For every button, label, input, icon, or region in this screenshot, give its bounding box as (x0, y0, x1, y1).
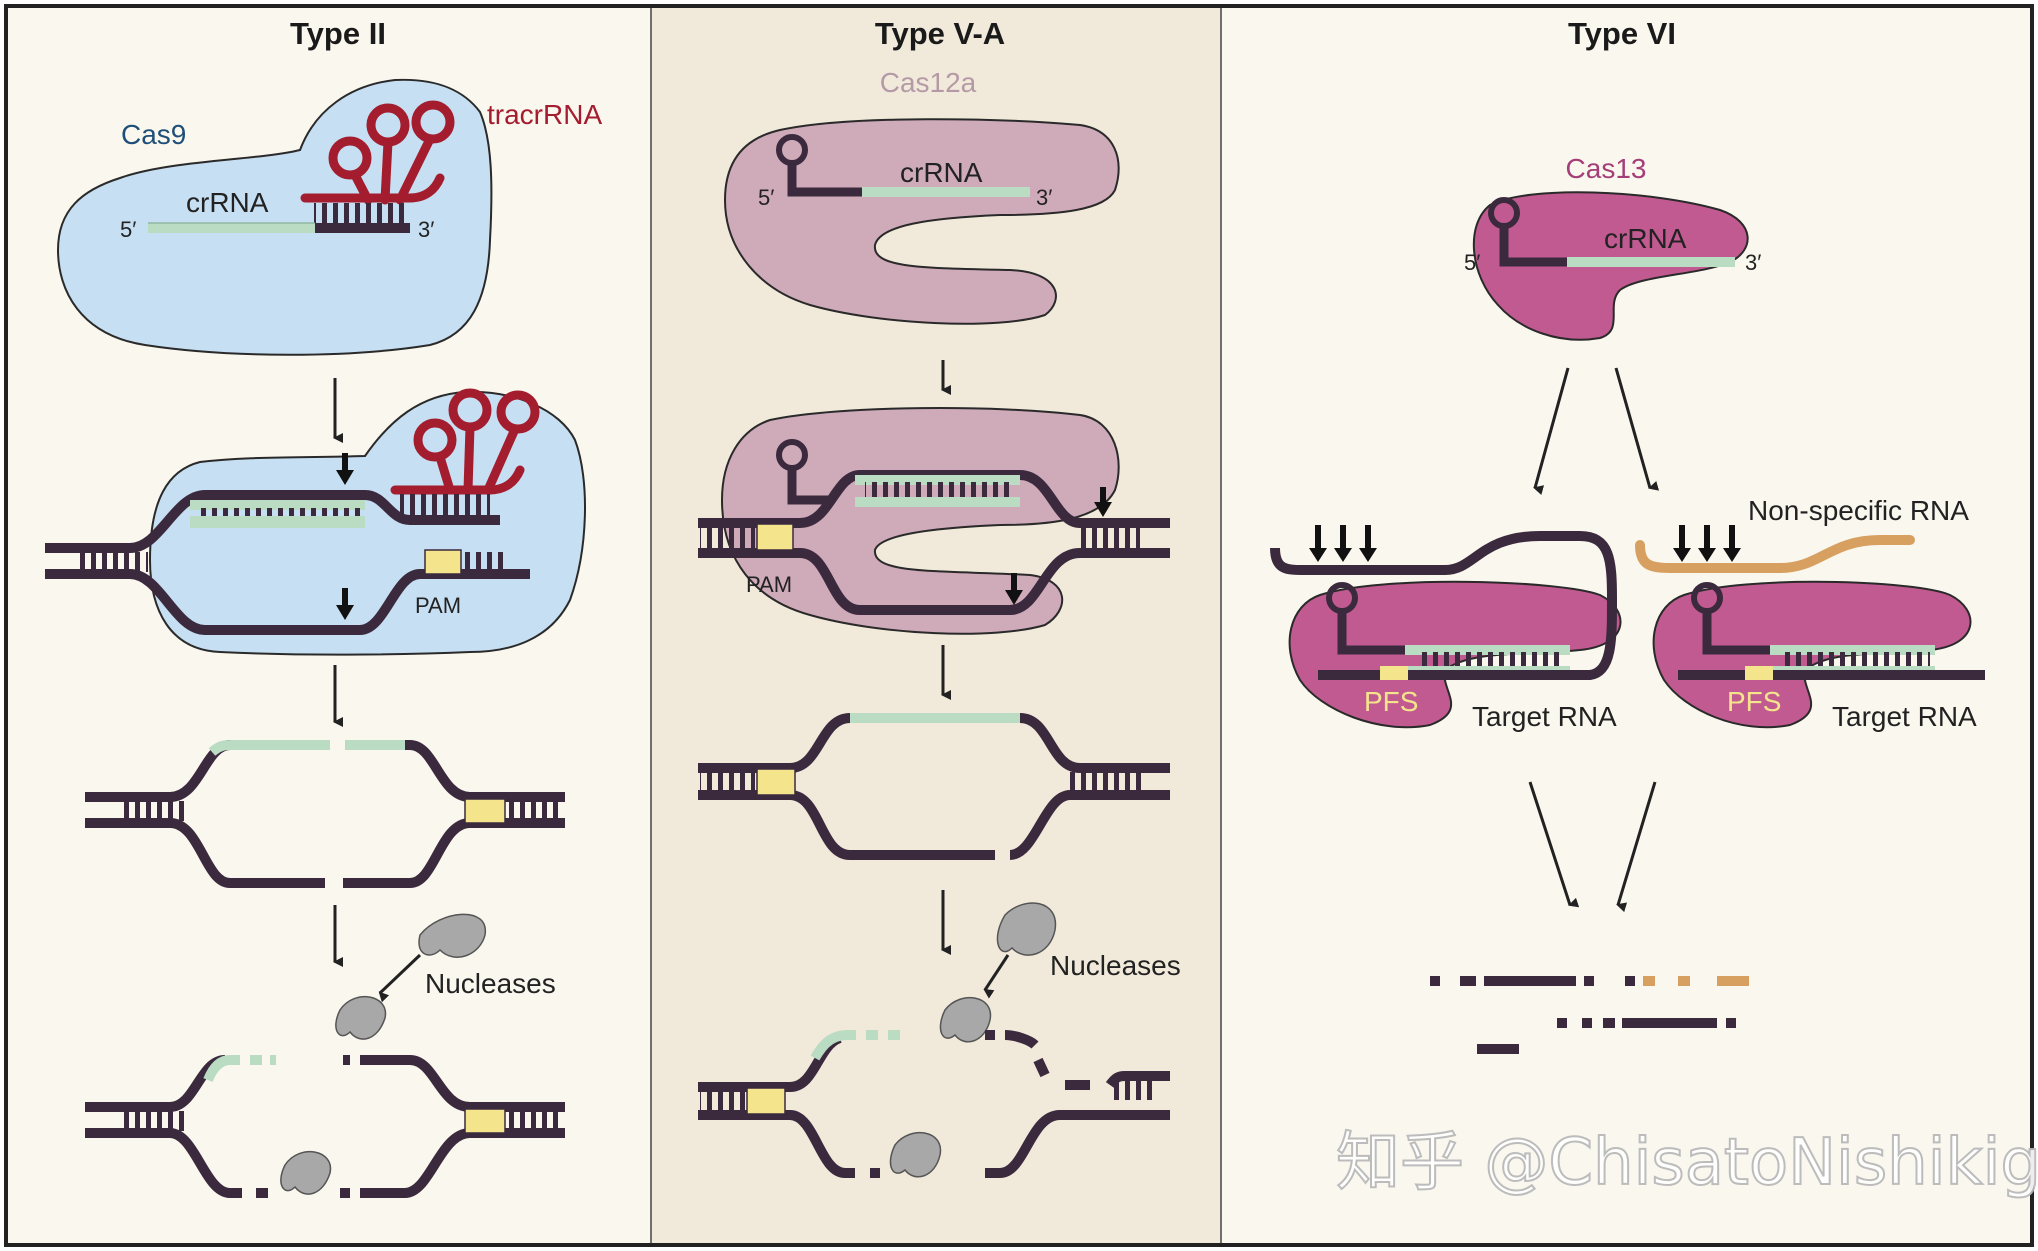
cas13-three-prime: 3′ (1745, 250, 1761, 275)
degraded-rna-fragments (1430, 976, 1749, 1054)
cas13-five-prime: 5′ (1464, 250, 1480, 275)
pfs-left-label: PFS (1364, 686, 1418, 717)
cas12a-protein-shape (723, 118, 1120, 325)
nuclease-icon (996, 902, 1057, 956)
type6-title: Type VI (1568, 16, 1676, 51)
cas9-label: Cas9 (121, 119, 186, 150)
cas12a-bound-shape (720, 407, 1120, 635)
nonspecific-rna-label: Non-specific RNA (1748, 495, 1969, 526)
type5a-pam-label: PAM (746, 572, 792, 597)
cleavage-arrows-right (1673, 525, 1741, 562)
cas13-crrna-label: crRNA (1604, 223, 1687, 254)
cas12a-five-prime: 5′ (758, 185, 774, 210)
type5a-title: Type V-A (875, 16, 1005, 51)
tracrrna-label: tracrRNA (487, 99, 602, 130)
tracrrna-structure (300, 100, 455, 205)
cas12a-crrna-label: crRNA (900, 157, 983, 188)
type2-pam-box (424, 549, 462, 575)
cas13-label: Cas13 (1566, 153, 1647, 184)
target-rna-right-label: Target RNA (1832, 701, 1977, 732)
pfs-left-box (1380, 666, 1408, 680)
cas9-bound-shape (148, 390, 587, 656)
cas9-protein-shape (56, 78, 493, 356)
nonspecific-rna-strand (1635, 535, 1915, 573)
cas9-crrna-label: crRNA (186, 187, 269, 218)
type2-pam-label: PAM (415, 593, 461, 618)
cas9-five-prime: 5′ (120, 217, 136, 242)
type5a-pam-box (756, 523, 794, 551)
target-rna-left-label: Target RNA (1472, 701, 1617, 732)
cleavage-arrows-left (1309, 525, 1377, 562)
nuclease-icon (939, 996, 992, 1043)
zhihu-watermark: 知乎 @ChisatoNishikigi (1336, 1126, 2038, 1200)
nuclease-icon (418, 913, 486, 958)
cas9-three-prime: 3′ (418, 217, 434, 242)
pfs-right-box (1745, 666, 1773, 680)
nuclease-icon (889, 1131, 942, 1178)
type2-nucleases-label: Nucleases (425, 968, 556, 999)
tracrrna-structure-bound (390, 388, 540, 495)
panel-type5a: Type V-A Cas12a crRNA 5′ 3′ PAM (698, 16, 1181, 1178)
nuclease-icon (335, 995, 387, 1040)
panel-type6: Type VI Cas13 crRNA 5′ 3′ PFS Target RNA (1270, 16, 2038, 1201)
nuclease-icon (280, 1150, 332, 1195)
pfs-right-label: PFS (1727, 686, 1781, 717)
type5a-nucleases-label: Nucleases (1050, 950, 1181, 981)
cas12a-label: Cas12a (880, 67, 977, 98)
cas12a-three-prime: 3′ (1036, 185, 1052, 210)
panel-type2: Type II Cas9 tracrRNA crRNA 5′ 3′ (45, 16, 602, 1198)
type2-title: Type II (290, 16, 386, 51)
